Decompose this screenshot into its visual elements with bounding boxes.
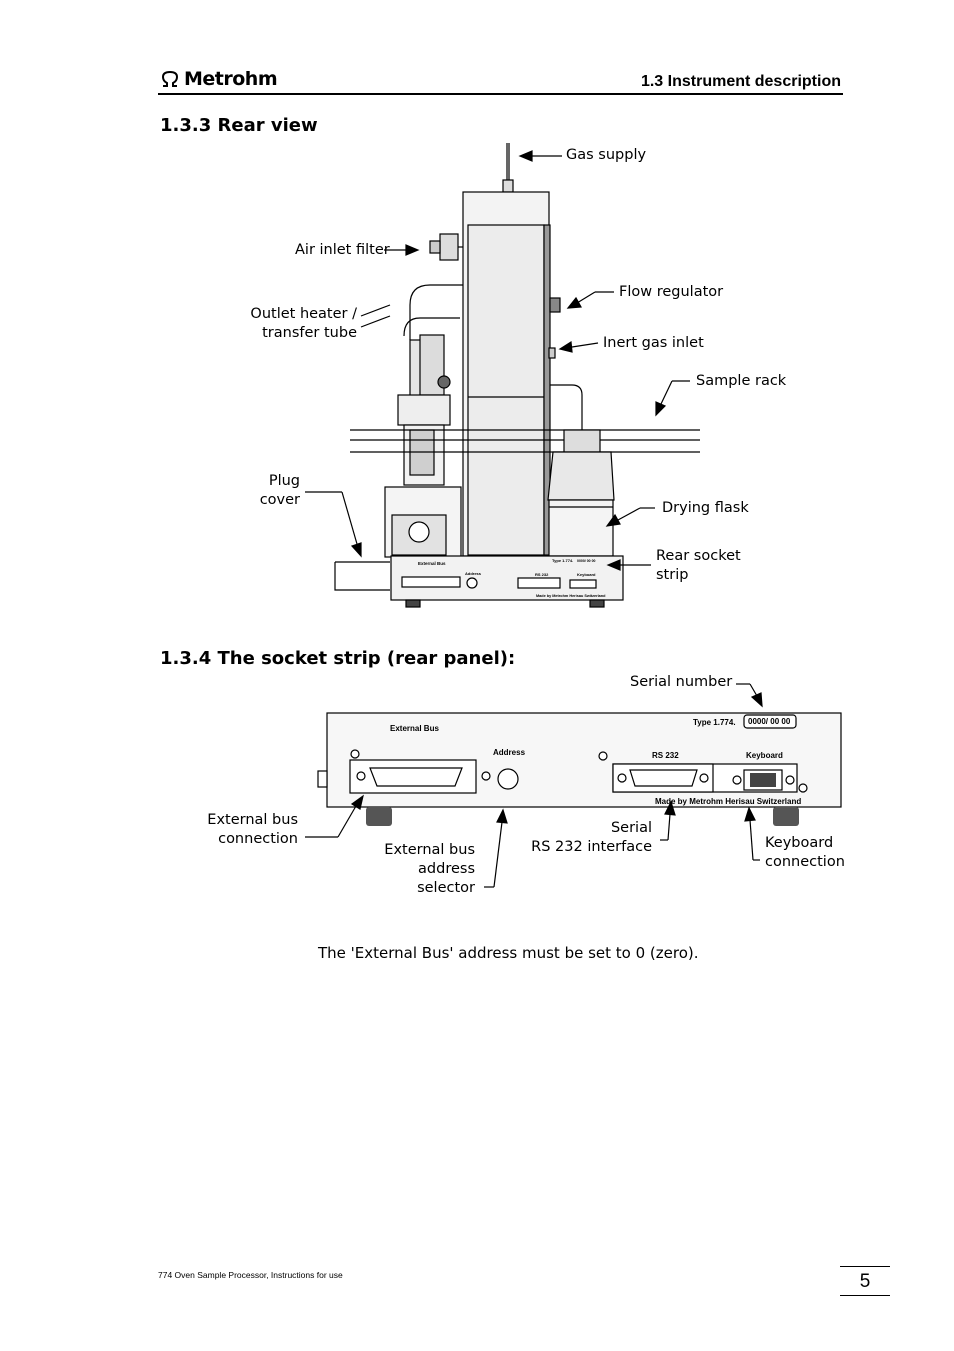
callout-flow-regulator: Flow regulator bbox=[619, 284, 724, 300]
rear-view-illustration: External Bus Address Type 1.774. 0000/ 0… bbox=[305, 143, 700, 608]
panel-label-address: Address bbox=[493, 748, 526, 757]
metrohm-logo: Metrohm bbox=[160, 68, 278, 90]
callout-keyboard-line1: Keyboard bbox=[765, 835, 834, 851]
callout-plug-cover-line2: cover bbox=[259, 492, 300, 508]
panel-label-keyboard: Keyboard bbox=[746, 751, 783, 760]
callout-outlet-heater: Outlet heater / transfer tube bbox=[240, 305, 357, 343]
panel-label-rs232: RS 232 bbox=[652, 751, 679, 760]
callout-air-inlet-filter: Air inlet filter bbox=[295, 242, 390, 258]
section-heading-rear-view: 1.3.3 Rear view bbox=[160, 115, 318, 136]
page-number: 5 bbox=[840, 1266, 890, 1296]
callout-rear-socket-line1: Rear socket bbox=[656, 548, 741, 564]
callout-ext-bus-conn-line2: connection bbox=[218, 831, 298, 847]
mini-label-address: Address bbox=[465, 571, 482, 576]
callout-outlet-heater-line1: Outlet heater / bbox=[250, 306, 357, 322]
mini-label-made-by: Made by Metrohm Herisau Switzerland bbox=[536, 594, 606, 598]
address-note: The 'External Bus' address must be set t… bbox=[318, 944, 699, 962]
section-heading-socket-strip: 1.3.4 The socket strip (rear panel): bbox=[160, 648, 516, 669]
callout-serial-number: Serial number bbox=[630, 674, 733, 690]
panel-label-serial-box: 0000/ 00 00 bbox=[748, 717, 791, 726]
callout-gas-supply: Gas supply bbox=[566, 147, 647, 163]
callout-drying-flask: Drying flask bbox=[662, 500, 749, 516]
socket-strip-illustration: External Bus Address Type 1.774. 0000/ 0… bbox=[305, 683, 842, 888]
callout-ext-bus-addr-line1: External bus bbox=[384, 842, 475, 858]
callout-rear-socket-strip: Rear socket strip bbox=[656, 547, 741, 585]
mini-label-type: Type 1.774. bbox=[552, 558, 573, 563]
header-rule bbox=[158, 93, 843, 95]
footer-document-title: 774 Oven Sample Processor, Instructions … bbox=[158, 1270, 343, 1280]
callout-plug-cover-line1: Plug bbox=[268, 473, 300, 489]
callout-rear-socket-line2: strip bbox=[656, 567, 689, 583]
mini-label-serial: 0000/ 00 00 bbox=[577, 559, 596, 563]
running-header: 1.3 Instrument description bbox=[640, 73, 841, 90]
callout-keyboard-line2: connection bbox=[765, 854, 845, 870]
callout-serial-line2: RS 232 interface bbox=[531, 839, 652, 855]
mini-label-keyboard: Keyboard bbox=[577, 572, 596, 577]
callout-ext-bus-conn-line1: External bus bbox=[207, 812, 298, 828]
callout-serial-line1: Serial bbox=[610, 820, 652, 836]
callout-sample-rack: Sample rack bbox=[696, 373, 787, 389]
mini-label-rs232: RS 232 bbox=[535, 572, 549, 577]
callout-ext-bus-addr-line3: selector bbox=[417, 880, 475, 896]
callout-keyboard-connection: Keyboard connection bbox=[765, 834, 845, 872]
metrohm-omega-icon bbox=[161, 70, 179, 87]
callout-external-bus-address-selector: External bus address selector bbox=[360, 841, 475, 898]
callout-outlet-heater-line2: transfer tube bbox=[262, 325, 357, 341]
callout-plug-cover: Plug cover bbox=[240, 472, 300, 510]
callout-inert-gas-inlet: Inert gas inlet bbox=[603, 335, 704, 351]
panel-label-made-by: Made by Metrohm Herisau Switzerland bbox=[655, 797, 801, 806]
callout-ext-bus-addr-line2: address bbox=[418, 861, 475, 877]
panel-label-external-bus: External Bus bbox=[390, 724, 439, 733]
panel-label-type: Type 1.774. bbox=[693, 718, 736, 727]
callout-external-bus-connection: External bus connection bbox=[190, 811, 298, 849]
mini-label-external-bus: External Bus bbox=[418, 561, 446, 566]
callout-serial-rs232-interface: Serial RS 232 interface bbox=[520, 819, 652, 857]
logo-text: Metrohm bbox=[184, 68, 278, 90]
